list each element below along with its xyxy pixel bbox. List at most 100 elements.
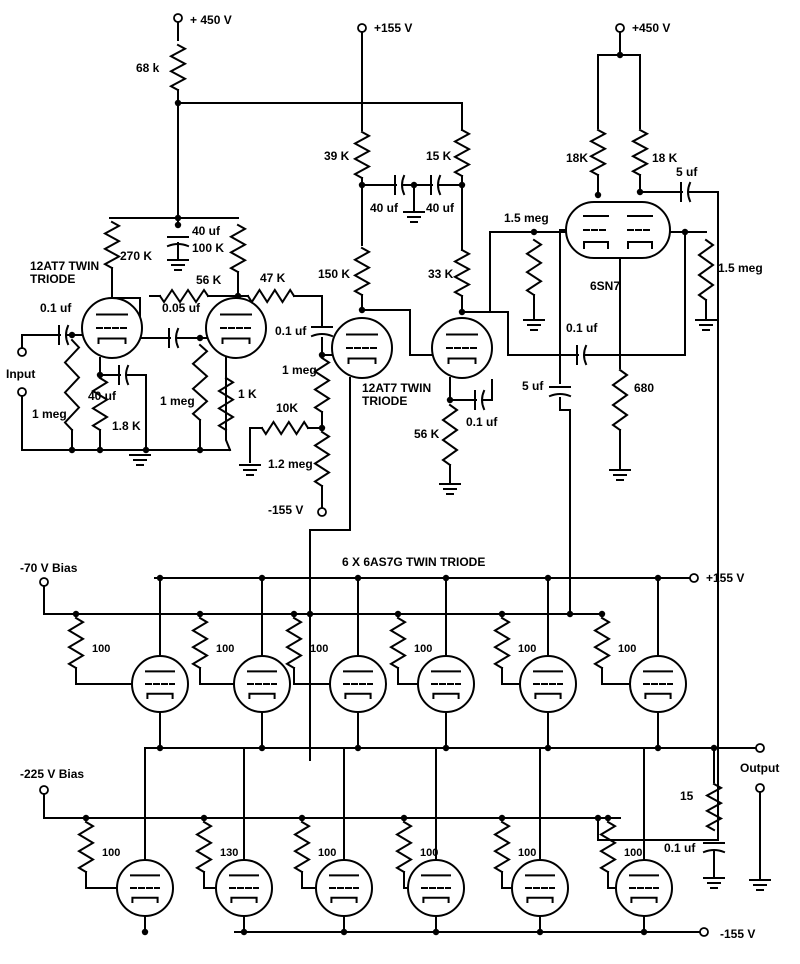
tube-6as7g-lower-6-cathode (630, 896, 658, 903)
label-56k-b: 56 K (414, 427, 440, 441)
label-0.1uf-b: 0.1 uf (275, 324, 307, 338)
resistor-1meg-in (63, 338, 81, 432)
junction-dot (654, 574, 662, 582)
capacitor-5uf-b (548, 386, 572, 398)
wire (483, 379, 493, 401)
ground-symbol (609, 469, 631, 481)
label-0.1uf-out: 0.1 uf (664, 841, 696, 855)
wire (501, 871, 513, 889)
tube-label-12at7-c-line: TRIODE (362, 394, 407, 408)
ground-symbol (129, 454, 151, 466)
wire (293, 295, 323, 326)
label-1.5meg-a: 1.5 meg (504, 211, 549, 225)
junction-dot (340, 928, 348, 936)
label-grid-upper-6: 100 (618, 643, 636, 655)
wire (361, 309, 437, 356)
label-10k: 10K (276, 401, 298, 415)
junction-dot (498, 814, 506, 822)
label-0.1uf-d: 0.1 uf (566, 321, 598, 335)
resistor-grid-upper-1 (67, 616, 85, 670)
tube-6as7g-upper-3-cathode (344, 692, 372, 699)
ground-symbol (403, 211, 425, 223)
resistor-grid-lower-3 (293, 820, 311, 874)
label-15k: 15 K (426, 149, 452, 163)
tube-6as7g-upper-1 (131, 655, 189, 713)
ground-symbol (695, 319, 717, 331)
resistor-47k (246, 288, 296, 304)
tube-12at7-a (81, 297, 143, 359)
capacitor-0.1uf-c (474, 389, 486, 411)
label-1meg-b: 1 meg (160, 394, 195, 408)
junction-dot (72, 610, 80, 618)
tube-12at7-b (205, 297, 267, 359)
tube-12at7-d (431, 317, 493, 379)
label-grid-upper-4: 100 (414, 643, 432, 655)
capacitor-40uf-d-plate-curved (437, 174, 442, 196)
label-68k: 68 k (136, 61, 160, 75)
label-40uf-a: 40 uf (192, 224, 221, 238)
wire (127, 374, 147, 451)
label-1.8k: 1.8 K (112, 419, 141, 433)
supply-155-right-terminal (689, 573, 699, 583)
label-grid-lower-3: 100 (318, 847, 336, 859)
ground-symbol (167, 259, 189, 271)
supply-450-a-terminal (173, 13, 183, 23)
junction-dot (200, 814, 208, 822)
capacitor-40uf-b (118, 364, 130, 386)
label-1meg-c: 1 meg (282, 363, 317, 377)
label-grid-lower-4: 100 (420, 847, 438, 859)
output-terminal-b (755, 783, 765, 793)
label-grid-lower-2: 130 (220, 847, 238, 859)
label-56k-a: 56 K (196, 273, 222, 287)
junction-dot (432, 928, 440, 936)
capacitor-40uf-d (430, 174, 442, 196)
junction-dot (681, 228, 689, 236)
output-terminal-a (755, 743, 765, 753)
label-grid-lower-5: 100 (518, 847, 536, 859)
label-0.1uf-in: 0.1 uf (40, 301, 72, 315)
wire (199, 667, 235, 685)
label-40uf-b: 40 uf (88, 389, 117, 403)
tube-6as7g-lower-1-cathode (131, 896, 159, 903)
resistor-680 (611, 368, 629, 432)
label-15: 15 (680, 789, 694, 803)
resistor-grid-lower-5 (493, 820, 511, 874)
junction-dot (594, 191, 602, 199)
resistor-68k (168, 43, 188, 92)
supply-neg155-mid-terminal (317, 507, 327, 517)
tube-6as7g-lower-1 (116, 859, 174, 917)
junction-dot (530, 228, 538, 236)
supply-neg155-bottom-label: -155 V (720, 927, 755, 941)
resistor-grid-upper-3 (285, 616, 303, 670)
supply-neg155-mid-label: -155 V (268, 503, 303, 517)
junction-dot (544, 744, 552, 752)
tube-6as7g-upper-2 (233, 655, 291, 713)
junction-dot (544, 574, 552, 582)
supply-450-b-label: +450 V (632, 21, 670, 35)
junction-dot (442, 744, 450, 752)
resistor-270k (102, 220, 122, 270)
supply-155-top-label: +155 V (374, 21, 412, 35)
junction-dot (196, 610, 204, 618)
wire (21, 334, 61, 349)
resistor-grid-upper-5 (493, 616, 511, 670)
wire (403, 871, 409, 889)
junction-dot (566, 610, 574, 618)
resistor-1.5meg-a (525, 238, 543, 297)
label-18k-b: 18 K (652, 151, 678, 165)
wire (501, 667, 521, 685)
capacitor-0.1uf-out-plate-curved (702, 849, 726, 854)
capacitor-0.1uf-b-plate-curved (310, 333, 334, 338)
junction-dot (156, 574, 164, 582)
capacitor-0.1uf-out (702, 842, 726, 854)
bias-225-terminal (39, 785, 49, 795)
wire (397, 667, 419, 685)
capacitor-0.1uf-c-plate-curved (481, 389, 486, 411)
resistor-grid-lower-6 (599, 820, 617, 874)
tube-12at7-b-cathode (221, 337, 251, 344)
wire (601, 667, 631, 685)
capacitor-40uf-b-plate-curved (125, 364, 130, 386)
tube-6as7g-upper-5-cathode (534, 692, 562, 699)
resistor-56k-b (441, 403, 459, 467)
bias-70-terminal (39, 577, 49, 587)
